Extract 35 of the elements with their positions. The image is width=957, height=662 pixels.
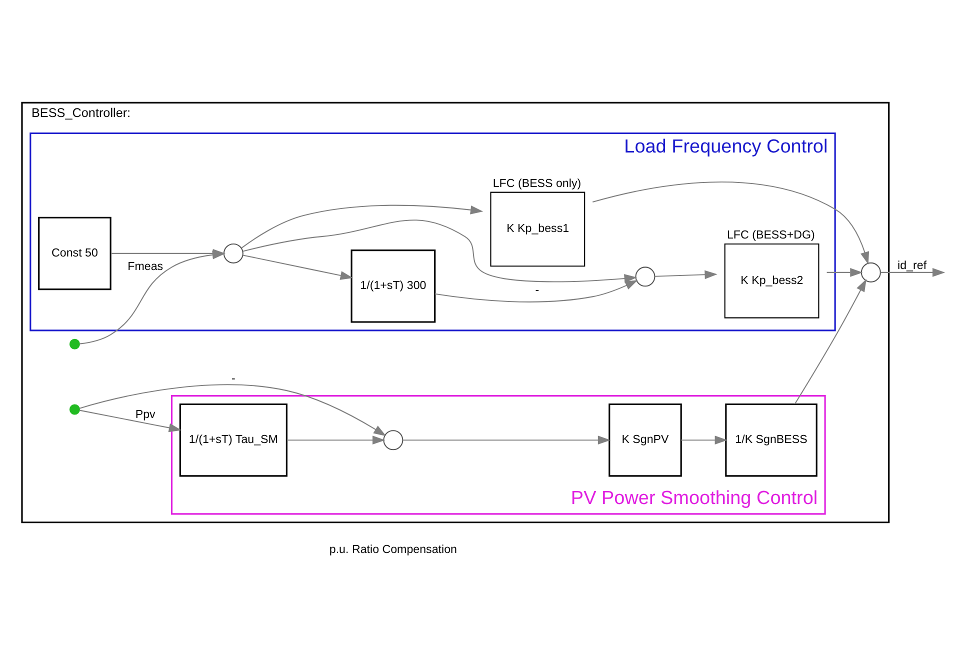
node-label: LFC (BESS+DG): [726, 228, 814, 241]
arrow: [78, 384, 386, 436]
label: p.u. Ratio Compensation: [328, 542, 457, 556]
arrow: [242, 254, 353, 280]
node-circle: [382, 430, 403, 450]
node-box: Const 50: [38, 216, 111, 290]
node-box: K SgnPV: [608, 402, 682, 476]
arrow: [794, 278, 866, 404]
node-circle: [68, 404, 80, 414]
arrow: [79, 409, 182, 432]
arrow: [286, 435, 385, 444]
arrow: [826, 268, 862, 276]
edge-label: Ppv: [134, 407, 155, 420]
node-box: 1/(1+sT) Tau_SM: [178, 402, 287, 476]
arrow: [434, 280, 638, 302]
arrow: [654, 270, 717, 279]
arrow: [592, 181, 869, 264]
node-box: K Kp_bess2: [724, 242, 819, 318]
node-box: 1/(1+sT) 300: [350, 249, 436, 322]
edge-label: id_ref: [897, 258, 926, 272]
edge-label: Fmeas: [127, 260, 163, 273]
arrow: [240, 204, 483, 248]
node-box: 1/K SgnBESS: [724, 402, 817, 476]
node-label: LFC (BESS only): [492, 176, 581, 190]
node-circle: [634, 266, 655, 286]
edge-label: -: [534, 282, 539, 296]
arrow: [242, 219, 636, 282]
node-circle: [860, 262, 880, 282]
node-circle: [222, 242, 243, 263]
edge-label: -: [230, 371, 235, 384]
arrow: [680, 435, 727, 444]
arrow: [402, 435, 610, 444]
node-box: K Kp_bess1: [490, 191, 585, 266]
node-circle: [68, 338, 80, 349]
arrow: [880, 268, 945, 276]
